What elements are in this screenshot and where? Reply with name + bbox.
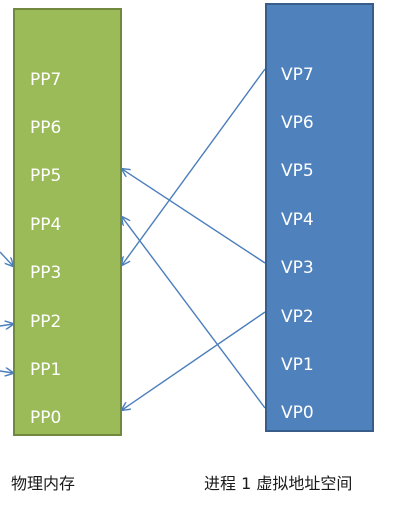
mapping-arrow-vp0-to-pp4 (122, 217, 266, 409)
incoming-arrow-pp2 (0, 324, 13, 326)
virtual-address-space-column: VP7 VP6 VP5 VP4 VP3 VP2 VP1 VP0 (265, 3, 374, 432)
virtual-page-vp3: VP3 (281, 258, 314, 278)
physical-page-pp1: PP1 (30, 360, 62, 380)
physical-page-pp7: PP7 (30, 70, 62, 90)
virtual-page-vp1: VP1 (281, 355, 314, 375)
incoming-arrow-pp1 (0, 371, 13, 373)
physical-page-pp6: PP6 (30, 118, 62, 138)
virtual-page-vp7: VP7 (281, 65, 314, 85)
incoming-arrow-pp3 (0, 251, 13, 266)
physical-page-pp4: PP4 (30, 215, 62, 235)
virtual-page-vp4: VP4 (281, 210, 314, 230)
physical-page-pp2: PP2 (30, 312, 62, 332)
physical-memory-column: PP7 PP6 PP5 PP4 PP3 PP2 PP1 PP0 (13, 8, 122, 436)
virtual-page-vp2: VP2 (281, 307, 314, 327)
physical-page-pp0: PP0 (30, 408, 62, 428)
virtual-page-vp6: VP6 (281, 113, 314, 133)
mapping-lines (122, 68, 266, 410)
physical-memory-caption: 物理内存 (11, 474, 76, 493)
mapping-arrow-vp2-to-pp0 (122, 311, 266, 410)
mapping-arrow-vp3-to-pp5 (122, 169, 266, 264)
mapping-arrow-vp7-to-pp3 (122, 68, 266, 265)
virtual-page-vp0: VP0 (281, 403, 314, 423)
physical-page-pp3: PP3 (30, 263, 62, 283)
virtual-space-caption: 进程 1 虚拟地址空间 (204, 474, 353, 493)
physical-page-pp5: PP5 (30, 166, 62, 186)
virtual-page-vp5: VP5 (281, 161, 314, 181)
